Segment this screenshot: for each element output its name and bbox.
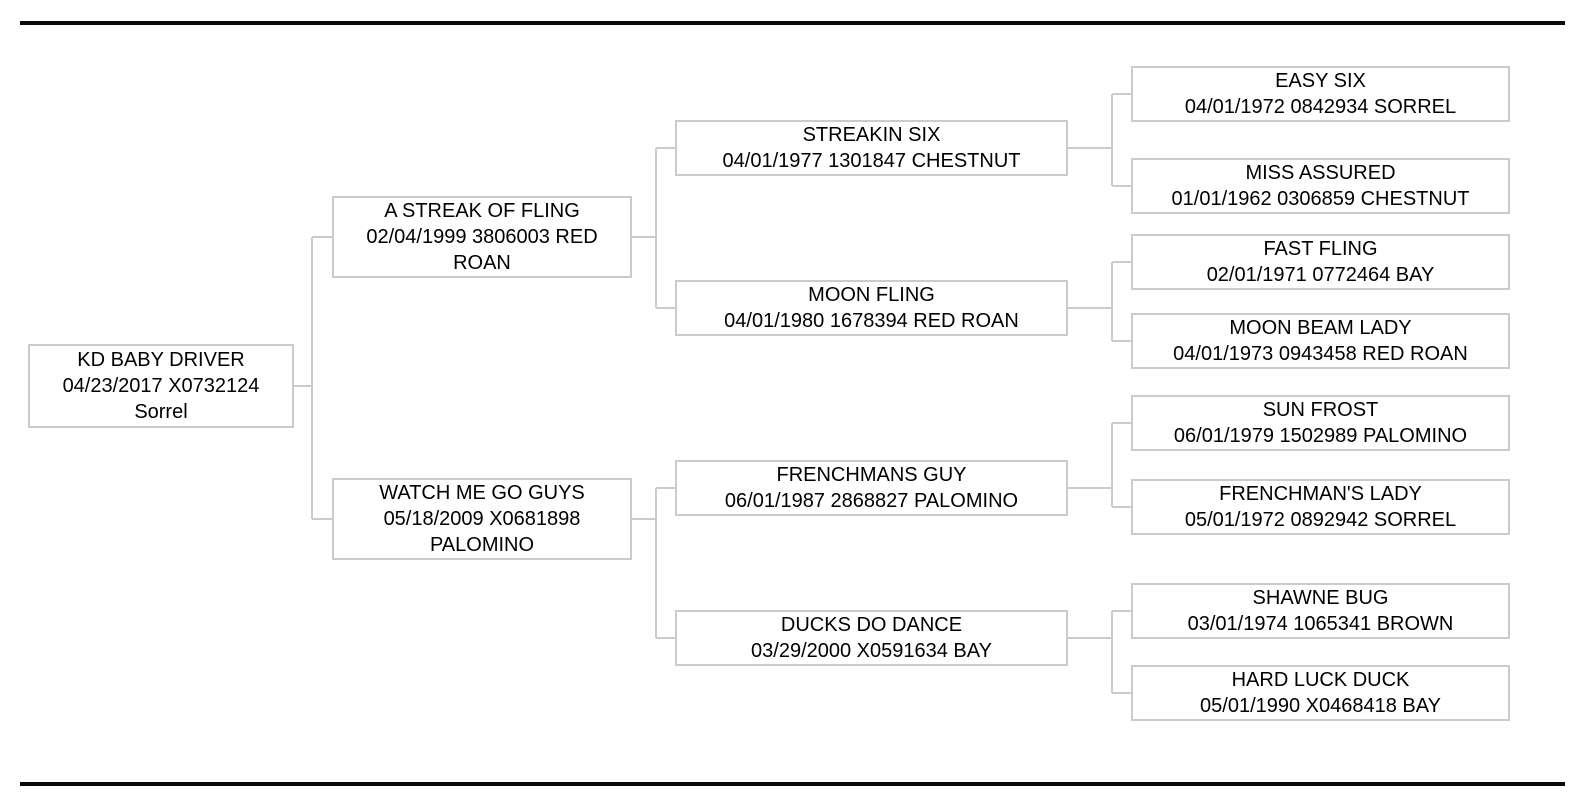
- horse-details: 02/01/1971 0772464 BAY: [1206, 264, 1435, 286]
- node-streakin-six: STREAKIN SIX 04/01/1977 1301847 CHESTNUT: [675, 120, 1068, 176]
- horse-name: KD BABY DRIVER: [77, 349, 245, 371]
- node-watch-me-go-guys: WATCH ME GO GUYS 05/18/2009 X0681898 PAL…: [332, 478, 632, 560]
- connector-dam-grandparents: [632, 487, 675, 639]
- node-frenchmans-guy: FRENCHMANS GUY 06/01/1987 2868827 PALOMI…: [675, 460, 1068, 516]
- horse-details: 04/01/1980 1678394 RED ROAN: [724, 310, 1019, 332]
- horse-details: 03/29/2000 X0591634 BAY: [751, 640, 992, 662]
- horse-details: 06/01/1987 2868827 PALOMINO: [724, 490, 1019, 512]
- horse-name: HARD LUCK DUCK: [1231, 669, 1410, 691]
- horse-details: 04/01/1973 0943458 RED ROAN: [1173, 343, 1468, 365]
- node-ducks-do-dance: DUCKS DO DANCE 03/29/2000 X0591634 BAY: [675, 610, 1068, 666]
- horse-name: STREAKIN SIX: [802, 124, 941, 146]
- top-rule: [20, 21, 1565, 25]
- horse-details: 02/04/1999 3806003 RED ROAN: [366, 226, 598, 274]
- horse-name: SHAWNE BUG: [1252, 587, 1389, 609]
- horse-name: EASY SIX: [1275, 70, 1366, 92]
- horse-name: FAST FLING: [1263, 238, 1378, 260]
- horse-name: FRENCHMANS GUY: [776, 464, 967, 486]
- horse-details: 01/01/1962 0306859 CHESTNUT: [1171, 188, 1470, 210]
- horse-details: 05/01/1972 0892942 SORREL: [1184, 509, 1457, 531]
- horse-details: 04/01/1977 1301847 CHESTNUT: [722, 150, 1021, 172]
- horse-name: DUCKS DO DANCE: [780, 614, 963, 636]
- connector-subject-parents: [294, 236, 332, 520]
- connector-frenchmans-guy-parents: [1068, 422, 1131, 508]
- node-easy-six: EASY SIX 04/01/1972 0842934 SORREL: [1131, 66, 1510, 122]
- horse-name: FRENCHMAN'S LADY: [1219, 483, 1422, 505]
- horse-name: MOON FLING: [808, 284, 935, 306]
- node-moon-beam-lady: MOON BEAM LADY 04/01/1973 0943458 RED RO…: [1131, 313, 1510, 369]
- horse-name: WATCH ME GO GUYS: [379, 482, 585, 504]
- connector-moon-fling-parents: [1068, 261, 1131, 342]
- horse-details: 03/01/1974 1065341 BROWN: [1187, 613, 1454, 635]
- horse-name: MISS ASSURED: [1245, 162, 1396, 184]
- connector-sire-grandparents: [632, 147, 675, 309]
- node-miss-assured: MISS ASSURED 01/01/1962 0306859 CHESTNUT: [1131, 158, 1510, 214]
- node-moon-fling: MOON FLING 04/01/1980 1678394 RED ROAN: [675, 280, 1068, 336]
- connector-ducks-do-dance-parents: [1068, 610, 1131, 694]
- horse-details: 05/01/1990 X0468418 BAY: [1200, 695, 1441, 717]
- node-a-streak-of-fling: A STREAK OF FLING 02/04/1999 3806003 RED…: [332, 196, 632, 278]
- horse-details: 04/01/1972 0842934 SORREL: [1184, 96, 1457, 118]
- horse-name: A STREAK OF FLING: [384, 200, 580, 222]
- connector-streakin-six-parents: [1068, 93, 1131, 187]
- horse-details: 04/23/2017 X0732124 Sorrel: [62, 375, 260, 423]
- node-sun-frost: SUN FROST 06/01/1979 1502989 PALOMINO: [1131, 395, 1510, 451]
- node-kd-baby-driver: KD BABY DRIVER 04/23/2017 X0732124 Sorre…: [28, 344, 294, 428]
- horse-details: 05/18/2009 X0681898 PALOMINO: [383, 508, 581, 556]
- horse-details: 06/01/1979 1502989 PALOMINO: [1173, 425, 1468, 447]
- node-hard-luck-duck: HARD LUCK DUCK 05/01/1990 X0468418 BAY: [1131, 665, 1510, 721]
- node-frenchmans-lady: FRENCHMAN'S LADY 05/01/1972 0892942 SORR…: [1131, 479, 1510, 535]
- horse-name: MOON BEAM LADY: [1229, 317, 1412, 339]
- node-fast-fling: FAST FLING 02/01/1971 0772464 BAY: [1131, 234, 1510, 290]
- horse-name: SUN FROST: [1262, 399, 1379, 421]
- bottom-rule: [20, 782, 1565, 786]
- node-shawne-bug: SHAWNE BUG 03/01/1974 1065341 BROWN: [1131, 583, 1510, 639]
